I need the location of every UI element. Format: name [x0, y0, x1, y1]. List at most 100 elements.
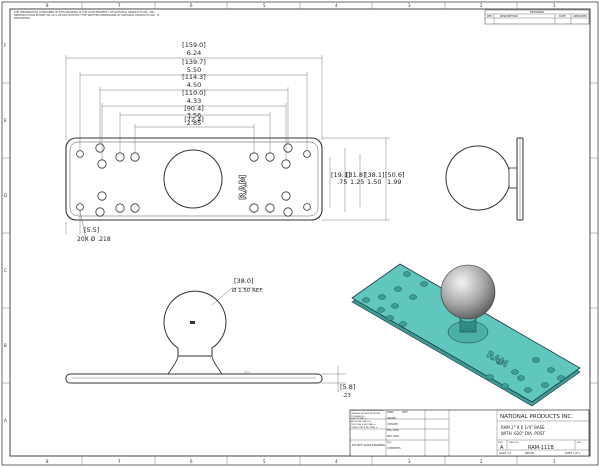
- iso-hole: [409, 294, 417, 300]
- hole: [76, 203, 84, 211]
- mounting-holes: [76, 143, 311, 217]
- names-row: Q.A.: [387, 441, 392, 444]
- iso-hole: [501, 383, 509, 389]
- dim-h-4-mm: [90.4]: [184, 105, 204, 113]
- vertical-dimension-labels: [19.1] .75 [31.8] 1.25 [38.1] 1.50 [50.6…: [331, 171, 405, 186]
- hole: [76, 150, 84, 158]
- names-row: COMMENTS:: [387, 447, 402, 450]
- dwg-no-value: RAM-111B: [528, 445, 554, 451]
- zone-top-6: 2: [480, 3, 483, 8]
- names-row: ENG APPR.: [387, 429, 400, 432]
- dim-h-2-mm: [114.3]: [182, 73, 206, 81]
- rev-header-rev: REV: [487, 14, 492, 18]
- drawing-title-line1: RAM 2" X 6 1/4" BASE: [501, 425, 545, 430]
- iso-hole: [486, 374, 494, 380]
- zone-side-3: C: [4, 268, 7, 273]
- side-view-ball: [445, 145, 511, 211]
- zone-top-2: 6: [190, 3, 193, 8]
- zone-top-3: 5: [263, 3, 266, 8]
- front-view-dimple: [190, 321, 195, 324]
- revisions-table: REVISIONS REV DESCRIPTION DATE APPROVED: [484, 9, 590, 25]
- side-view: [445, 137, 524, 221]
- dim-v-3-in: 1.99: [387, 178, 401, 186]
- names-row: CHECKED: [387, 423, 399, 426]
- isometric-view: RAM: [351, 263, 581, 407]
- rev-header-date: DATE: [559, 14, 566, 18]
- zone-top-0: 8: [46, 3, 49, 8]
- iso-hole: [391, 303, 399, 309]
- iso-hole: [403, 271, 411, 277]
- iso-hole: [524, 387, 532, 393]
- note-line: DIMENSIONS ARE IN INCHES: [351, 412, 381, 415]
- thickness-dimension-mm: [5.8]: [340, 383, 355, 391]
- iso-hole: [541, 382, 549, 388]
- names-header-name: NAME: [387, 411, 394, 414]
- zone-top-5: 3: [408, 3, 411, 8]
- hole: [130, 203, 140, 213]
- dwg-no-label: DWG. NO.: [509, 442, 519, 444]
- dim-v-1-mm: [31.8]: [346, 171, 366, 179]
- hole: [281, 191, 291, 201]
- proprietary-note: THE INFORMATION CONTAINED IN THIS DRAWIN…: [14, 11, 159, 20]
- note-line: FRACTIONAL ±: [351, 418, 367, 421]
- edge-dimension: [5.5]: [84, 226, 99, 234]
- iso-hole: [557, 375, 565, 381]
- zone-bottom-3: 5: [263, 459, 266, 464]
- hole: [303, 203, 311, 211]
- names-row: DRAWN: [387, 417, 396, 420]
- horizontal-dimension-lines: [65, 55, 323, 160]
- hole: [283, 207, 293, 217]
- ball-dimension-in: Ø 1.50 REF.: [232, 287, 264, 294]
- size-value: A: [500, 445, 504, 451]
- zone-side-1: E: [4, 118, 7, 123]
- note-line: THREE PLACE DECIMAL ±: [351, 426, 378, 429]
- hole: [265, 203, 275, 213]
- names-table: NAME DATE DRAWN CHECKED ENG APPR. MFG AP…: [387, 411, 408, 450]
- hole: [281, 159, 291, 169]
- iso-hole: [517, 375, 525, 381]
- dim-h-3-in: 4.33: [187, 97, 201, 105]
- hole: [265, 152, 275, 162]
- zone-bottom-0: 8: [46, 459, 49, 464]
- hole: [95, 207, 105, 217]
- dim-h-0-in: 6.24: [187, 49, 201, 57]
- top-view: RAM [159.0] 6.24 [139.7] 5.50 [114.3] 4.…: [65, 41, 405, 243]
- iso-hole: [399, 321, 407, 327]
- zone-top-4: 4: [335, 3, 338, 8]
- size-label: SIZE: [498, 442, 503, 444]
- hole-callout: 20X Ø .218: [77, 236, 111, 243]
- hole: [95, 143, 105, 153]
- note-line: TWO PLACE DECIMAL ±: [351, 423, 376, 426]
- hole: [115, 203, 125, 213]
- dim-h-2-in: 4.50: [187, 81, 201, 89]
- ball-dimension-mm: [38.0]: [234, 277, 254, 285]
- dim-h-4-in: 3.56: [187, 112, 201, 120]
- hole: [115, 152, 125, 162]
- dim-v-2-mm: [38.1]: [365, 171, 385, 179]
- revisions-title: REVISIONS: [530, 10, 544, 14]
- thickness-dimension-in: .23: [342, 393, 351, 399]
- zone-side-5: A: [4, 418, 7, 423]
- note-line: ANGULAR: MACH ±: [351, 421, 372, 424]
- zone-bottom-7: 1: [553, 459, 556, 464]
- hole: [97, 159, 107, 169]
- iso-hole: [394, 286, 402, 292]
- company-name: NATIONAL PRODUCTS INC.: [500, 414, 573, 420]
- zone-bottom-4: 4: [335, 459, 338, 464]
- iso-hole: [532, 357, 540, 363]
- note-line: UNLESS OTHERWISE SPECIFIED:: [351, 410, 385, 412]
- hole: [283, 143, 293, 153]
- do-not-scale: DO NOT SCALE DRAWING: [352, 443, 385, 447]
- front-view-plate: [65, 373, 323, 384]
- dim-h-1-mm: [139.7]: [182, 58, 206, 66]
- dim-h-3-mm: [110.0]: [182, 89, 206, 97]
- zone-labels: 8 7 6 5 4 3 2 1 8 7 6 5 4 3 2 1 F E D C …: [4, 3, 556, 464]
- rev-label: REV: [577, 442, 582, 444]
- iso-hole: [377, 307, 385, 313]
- dim-v-1-in: 1.25: [350, 178, 364, 186]
- dim-v-3-mm: [50.6]: [385, 171, 405, 179]
- zone-bottom-1: 7: [118, 459, 121, 464]
- hole: [249, 203, 259, 213]
- top-view-plate-inner: [69, 141, 319, 217]
- iso-hole: [378, 294, 386, 300]
